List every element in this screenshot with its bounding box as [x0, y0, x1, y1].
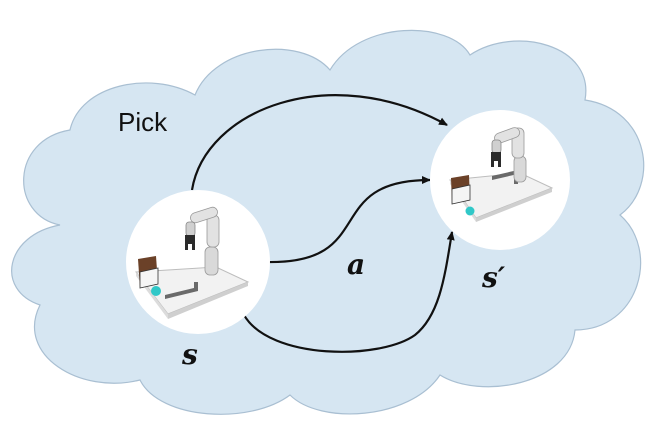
robot-scene-icon [449, 127, 554, 222]
transition-arrows [190, 94, 455, 353]
arrow-bottom [243, 231, 455, 353]
robot-scene-icon [135, 206, 250, 319]
arrow-top [190, 94, 448, 191]
region-label: Pick [118, 107, 168, 137]
state-node [126, 190, 270, 334]
state-label: s [181, 338, 198, 371]
action-label: a [347, 248, 365, 281]
next-state-node [430, 110, 570, 250]
arrow-middle [264, 176, 431, 264]
next-state-label: s′ [481, 261, 506, 294]
